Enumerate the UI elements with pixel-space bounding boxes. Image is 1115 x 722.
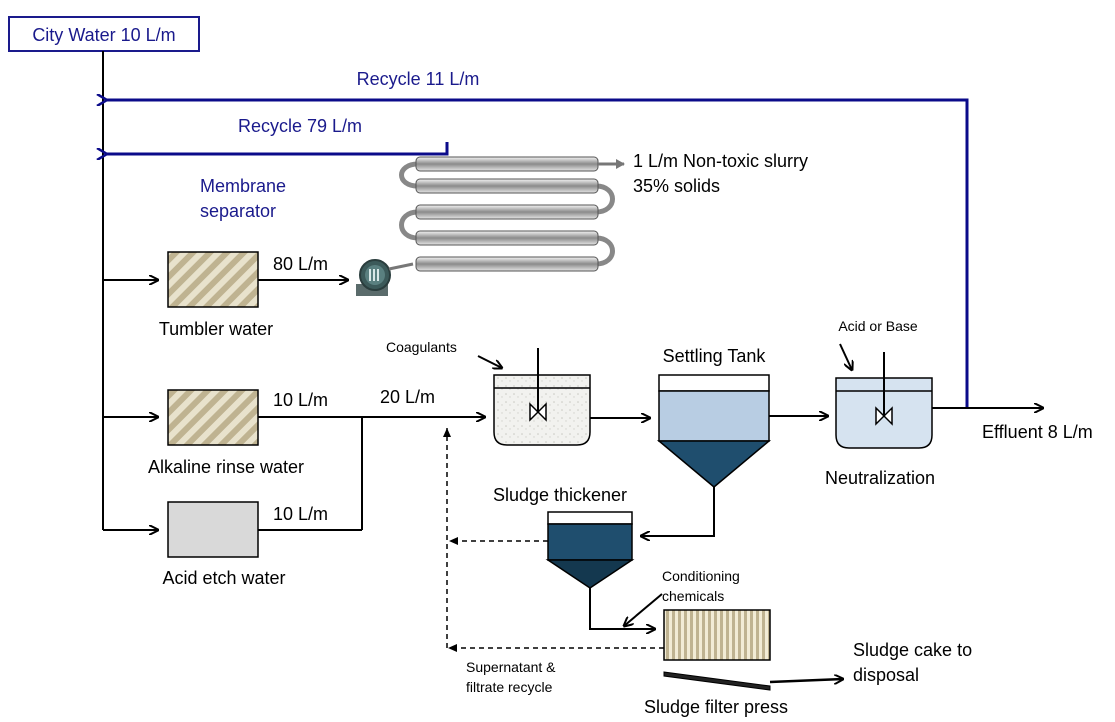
alkaline-label: Alkaline rinse water [148, 457, 304, 477]
acid-etch-label: Acid etch water [162, 568, 285, 588]
settling-tank-cone [656, 440, 772, 488]
flow-10-alkaline-label: 10 L/m [273, 390, 328, 410]
slurry-label-line2: 35% solids [633, 176, 720, 196]
effluent-label: Effluent 8 L/m [982, 422, 1093, 442]
city-water-label: City Water 10 L/m [32, 25, 175, 45]
pump-to-membrane-line [388, 262, 414, 271]
sludge-thickener-label: Sludge thickener [493, 485, 627, 505]
coagulants-label: Coagulants [386, 339, 457, 355]
settling-to-thickener-line [641, 487, 715, 536]
thickener-to-press-line [589, 588, 655, 629]
settling-tank-water [658, 390, 770, 442]
tumbler-water-box [167, 251, 259, 308]
acid-etch-box [167, 501, 259, 558]
recycle-79-label: Recycle 79 L/m [238, 116, 362, 136]
acid-or-base-arrow [839, 343, 852, 370]
thickener-rim [547, 511, 633, 525]
membrane-separator [399, 156, 615, 272]
tumbler-label: Tumbler water [159, 319, 273, 339]
filter-press-tray [663, 671, 771, 691]
flow-10-acid-label: 10 L/m [273, 504, 328, 524]
recycle-79-line [107, 142, 449, 154]
flow-80-label: 80 L/m [273, 254, 328, 274]
pump-icon [356, 259, 391, 296]
membrane-label-line1: Membrane [200, 176, 286, 196]
alkaline-rinse-box [167, 389, 259, 446]
conditioning-label-line2: chemicals [662, 588, 724, 604]
thickener-body [547, 523, 633, 561]
settling-tank-label: Settling Tank [663, 346, 767, 366]
slurry-label-line1: 1 L/m Non-toxic slurry [633, 151, 808, 171]
coagulants-arrow [477, 355, 502, 368]
neutralization-label: Neutralization [825, 468, 935, 488]
settling-tank-rim [658, 374, 770, 392]
conditioning-arrow [624, 593, 663, 626]
flow-20-label: 20 L/m [380, 387, 435, 407]
thickener-cone [545, 559, 635, 589]
neutralization-mixer-icon [875, 352, 893, 426]
sludge-cake-arrow [769, 679, 843, 682]
sludge-cake-label-line2: disposal [853, 665, 919, 685]
supernatant-label-line2: filtrate recycle [466, 679, 553, 695]
filter-press-label: Sludge filter press [644, 697, 788, 717]
acid-or-base-label: Acid or Base [838, 318, 918, 334]
membrane-label-line2: separator [200, 201, 276, 221]
conditioning-label-line1: Conditioning [662, 568, 740, 584]
supernatant-label-line1: Supernatant & [466, 659, 556, 675]
sludge-cake-label-line1: Sludge cake to [853, 640, 972, 660]
mixer-icon [529, 348, 547, 422]
city-water-box [8, 16, 200, 52]
recycle-11-line [107, 100, 969, 408]
filter-press-box [663, 609, 771, 661]
recycle-11-label: Recycle 11 L/m [357, 69, 480, 89]
